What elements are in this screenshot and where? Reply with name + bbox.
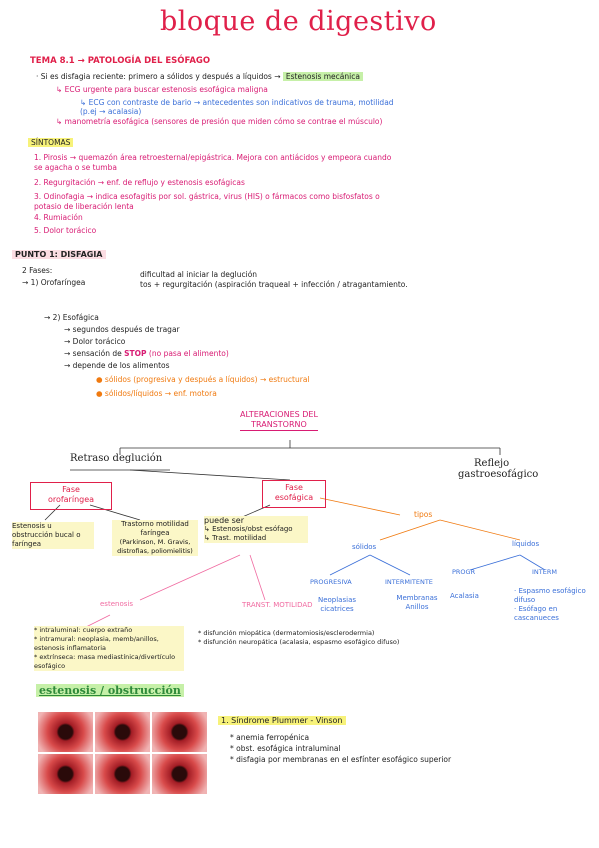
interm-label: INTERM xyxy=(532,568,557,576)
estenosis-heading-label: estenosis / obstrucción xyxy=(36,684,184,697)
endoscopy-image-4 xyxy=(38,754,93,794)
reflejo-line2: gastroesofágico xyxy=(458,469,539,480)
tema-line2: ↳ ECG urgente para buscar estenosis esof… xyxy=(56,85,268,94)
trast-detail: * disfunción miopática (dermatomiosis/es… xyxy=(198,629,478,647)
puede-ser-title: puede ser xyxy=(204,516,244,525)
tema-line1: · Si es disfagia reciente: primero a sól… xyxy=(36,72,363,81)
puede-ser-b: ↳ Trast. motilidad xyxy=(204,534,267,542)
trastorno-box-title: Trastorno motilidad faríngea xyxy=(121,520,189,537)
alteraciones-title: ALTERACIONES DEL TRANSTORNO xyxy=(240,410,318,431)
retraso-label: Retraso deglución xyxy=(70,453,163,464)
liquidos-label: líquidos xyxy=(512,540,540,548)
plummer-vinson-label: 1. Síndrome Plummer - Vinson xyxy=(218,716,346,725)
oro-item-a: dificultad al iniciar la deglución xyxy=(140,270,258,279)
estenosis-detail-2: * intramural: neoplasia, memb/anillos, e… xyxy=(34,635,159,652)
stop-pre: → sensación de xyxy=(64,349,125,358)
solidos-line-2: ● sólidos/líquidos → enf. motora xyxy=(96,389,217,398)
plummer-item-2: * obst. esofágica intraluminal xyxy=(230,744,341,753)
endoscopy-image-2 xyxy=(95,712,150,752)
progr-label: PROGR xyxy=(452,568,476,576)
fase-esofagica: Fase esofágica xyxy=(262,480,326,508)
tema-line3b: (p.ej → acalasia) xyxy=(80,107,142,116)
progr-sub: Acalasia xyxy=(450,592,479,600)
stop-post: (no pasa el alimento) xyxy=(146,349,229,358)
progresiva-label: PROGRESIVA xyxy=(310,578,352,586)
trast-detail-2: * disfunción neuropática (acalasia, espa… xyxy=(198,638,400,646)
sintoma-1: 1. Pirosis → quemazón área retroesternal… xyxy=(34,153,392,162)
fases-label: 2 Fases: xyxy=(22,266,53,275)
tema-line3a: ↳ ECG con contraste de bario → anteceden… xyxy=(80,98,394,107)
puede-ser-a: ↳ Estenosis/obst esófago xyxy=(204,525,293,533)
alteraciones-line2: TRANSTORNO xyxy=(240,420,318,431)
solidos-line-1: ● sólidos (progresiva y después a líquid… xyxy=(96,375,310,384)
eso-item-2: → Dolor torácico xyxy=(64,337,126,346)
sintoma-1b: se agacha o se tumba xyxy=(34,163,117,172)
tema-line1-text: · Si es disfagia reciente: primero a sól… xyxy=(36,72,281,81)
eso-item-3: → depende de los alimentos xyxy=(64,361,170,370)
interm-sub-2: · Esófago en cascanueces xyxy=(514,605,559,622)
estenosis-detail-3: * extrínseca: masa mediastínica/divertíc… xyxy=(34,653,176,670)
tipos-label: tipos xyxy=(414,510,433,519)
estenosis-heading: estenosis / obstrucción xyxy=(36,684,184,697)
sintoma-3b: potasio de liberación lenta xyxy=(34,202,134,211)
fase-oro-line2: orofaríngea xyxy=(47,495,95,504)
endoscopy-image-3 xyxy=(152,712,207,752)
sintoma-5: 5. Dolor torácico xyxy=(34,226,97,235)
plummer-item-1: * anemia ferropénica xyxy=(230,733,310,742)
alteraciones-line1: ALTERACIONES DEL xyxy=(240,410,318,419)
eso-item-stop: → sensación de STOP (no pasa el alimento… xyxy=(64,349,229,358)
interm-sub: · Espasmo esofágico difuso · Esófago en … xyxy=(514,587,588,623)
solidos-label: sólidos xyxy=(352,543,377,551)
orofaringea-label: → 1) Orofaríngea xyxy=(22,278,86,287)
sintoma-3: 3. Odinofagia → indica esofagitis por so… xyxy=(34,192,380,201)
intermitente-label: INTERMITENTE xyxy=(385,578,433,586)
sintoma-2: 2. Regurgitación → enf. de reflujo y est… xyxy=(34,178,245,187)
estenosis-label: estenosis xyxy=(100,600,133,608)
sintoma-4: 4. Rumiación xyxy=(34,213,83,222)
intermitente-sub: Membranas Anillos xyxy=(396,594,438,611)
fase-eso-line2: esofágica xyxy=(274,493,314,502)
tema-line1-tag: Estenosis mecánica xyxy=(282,72,363,81)
plummer-item-3: * disfagia por membranas en el esfínter … xyxy=(230,755,452,764)
eso-item-1: → segundos después de tragar xyxy=(64,325,180,334)
stop-word: STOP xyxy=(124,349,147,358)
estenosis-detail: * intraluminal: cuerpo extraño * intramu… xyxy=(34,626,184,671)
tema-heading: TEMA 8.1 → PATOLOGÍA DEL ESÓFAGO xyxy=(30,56,211,66)
tema-line4: ↳ manometría esofágica (sensores de pres… xyxy=(56,117,383,126)
progresiva-sub: Neoplasias cicatrices xyxy=(317,596,357,613)
trastorno-box-list: (Parkinson, M. Gravis, distrofias, polio… xyxy=(117,538,193,555)
punto1-heading: PUNTO 1: DISFAGIA xyxy=(12,250,106,259)
trast-motilidad-label: TRANST. MOTILIDAD xyxy=(242,601,313,609)
plummer-vinson-heading: 1. Síndrome Plummer - Vinson xyxy=(218,716,346,725)
punto1-heading-label: PUNTO 1: DISFAGIA xyxy=(12,250,106,259)
fase-orofaringea: Fase orofaríngea xyxy=(30,482,112,510)
fase-oro-line1: Fase xyxy=(62,485,80,494)
puede-ser-box: puede ser ↳ Estenosis/obst esófago ↳ Tra… xyxy=(204,516,308,543)
estenosis-detail-1: * intraluminal: cuerpo extraño xyxy=(34,626,133,634)
endoscopy-image-1 xyxy=(38,712,93,752)
endoscopy-image-6 xyxy=(152,754,207,794)
endoscopy-image-5 xyxy=(95,754,150,794)
sintomas-heading-label: SÍNTOMAS xyxy=(28,138,74,147)
fase-eso-line1: Fase xyxy=(285,483,303,492)
estenosis-box: Estenosis u obstrucción bucal o faríngea xyxy=(12,522,94,549)
reflejo-line1: Reflejo xyxy=(474,458,510,469)
page-title: bloque de digestivo xyxy=(160,6,437,37)
trastorno-box: Trastorno motilidad faríngea (Parkinson,… xyxy=(112,520,198,556)
esofagica-label: → 2) Esofágica xyxy=(44,313,99,322)
oro-item-b: tos + regurgitación (aspiración traqueal… xyxy=(140,280,408,289)
interm-sub-1: · Espasmo esofágico difuso xyxy=(514,587,586,604)
sintomas-heading: SÍNTOMAS xyxy=(28,138,74,147)
reflejo-label: Reflejo gastroesofágico xyxy=(458,458,538,480)
trast-detail-1: * disfunción miopática (dermatomiosis/es… xyxy=(198,629,375,637)
